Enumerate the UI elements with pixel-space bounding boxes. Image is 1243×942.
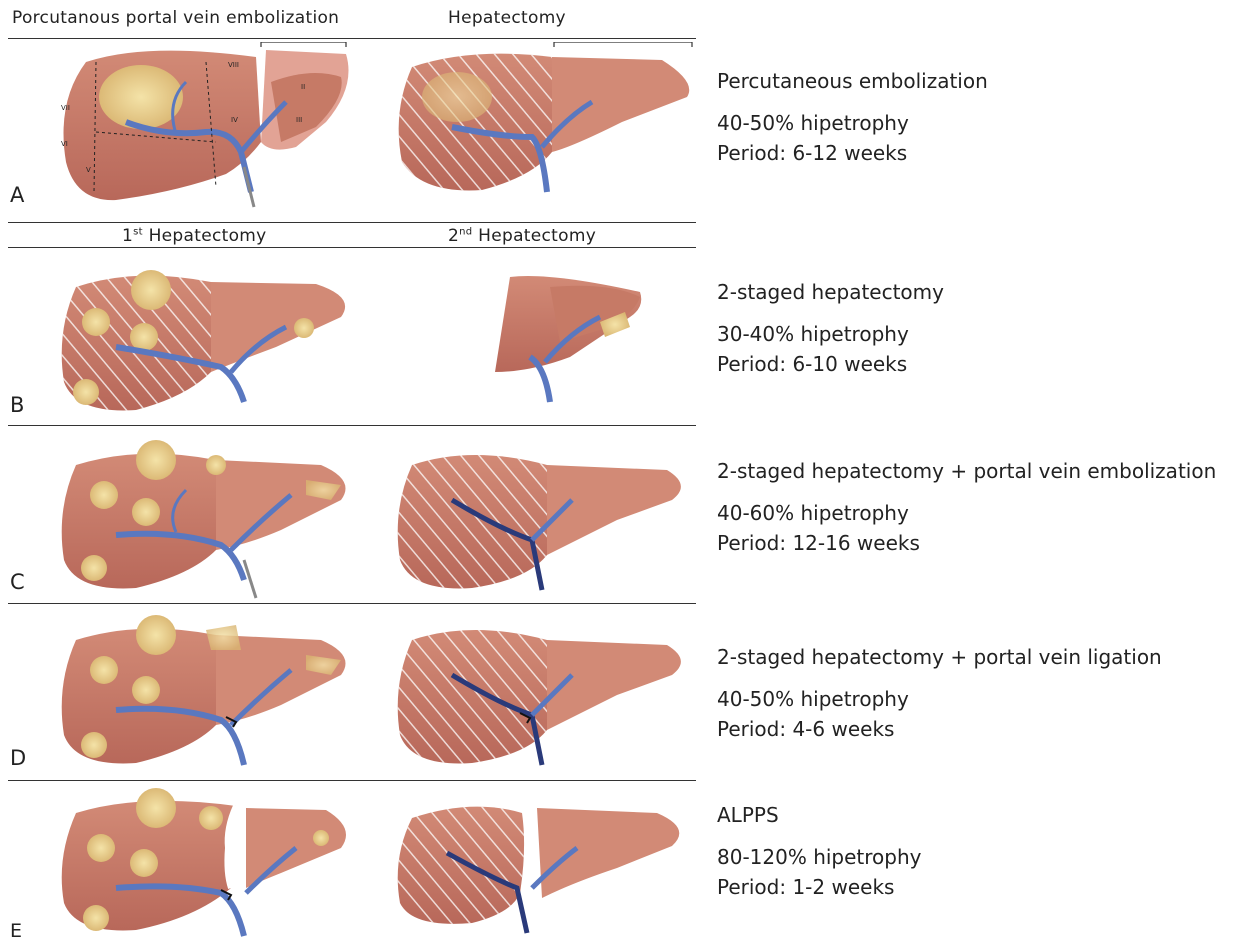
desc-c: 2-staged hepatectomy + portal vein embol…: [717, 456, 1216, 558]
tumor: [294, 318, 314, 338]
segment-ii: II: [301, 83, 305, 91]
desc-e-period: Period: 1-2 weeks: [717, 872, 922, 902]
resection-hatch: [398, 807, 524, 924]
desc-a-hypertrophy: 40-50% hipetrophy: [717, 108, 988, 138]
row-label-b: B: [10, 393, 24, 417]
desc-c-title: 2-staged hepatectomy + portal vein embol…: [717, 456, 1216, 486]
desc-b-title: 2-staged hepatectomy: [717, 277, 944, 307]
segment-vii: VII: [61, 104, 70, 112]
row-label-d: D: [10, 746, 26, 770]
tumor: [206, 625, 241, 650]
liver-b-second-hepatectomy: [490, 272, 650, 412]
tumor: [90, 656, 118, 684]
tumor: [81, 555, 107, 581]
liver-b-first-hepatectomy: [56, 262, 366, 422]
resection-hatch: [398, 455, 547, 588]
header-rule-top: [8, 38, 696, 39]
left-lobe: [547, 640, 681, 730]
liver-a-pve: VIII VII VI V IV II III: [56, 42, 366, 212]
tumor: [132, 676, 160, 704]
desc-e-hypertrophy: 80-120% hipetrophy: [717, 842, 922, 872]
tumor: [81, 732, 107, 758]
liver-c-first-hepatectomy: [56, 440, 366, 600]
tumor: [422, 72, 492, 122]
tumor: [73, 379, 99, 405]
segment-vi: VI: [61, 140, 68, 148]
segment-viii: VIII: [228, 61, 239, 69]
desc-e-title: ALPPS: [717, 800, 922, 830]
desc-b: 2-staged hepatectomy 30-40% hipetrophy P…: [717, 277, 944, 379]
tumor: [136, 788, 176, 828]
left-lobe: [552, 57, 689, 152]
liver-c-second-hepatectomy: [392, 440, 702, 600]
desc-a: Percutaneous embolization 40-50% hipetro…: [717, 66, 988, 168]
segment-iv: IV: [231, 116, 238, 124]
tumor: [199, 806, 223, 830]
tumor: [82, 308, 110, 336]
row-divider-bc: [8, 425, 696, 426]
header-rule-mid-bottom: [8, 247, 696, 248]
left-lobe: [537, 808, 679, 898]
tumor: [136, 615, 176, 655]
parenchymal-transection: [227, 806, 236, 888]
tumor: [83, 905, 109, 931]
tumor: [206, 455, 226, 475]
liver-d-first-hepatectomy: [56, 615, 366, 775]
tumor: [132, 498, 160, 526]
desc-e: ALPPS 80-120% hipetrophy Period: 1-2 wee…: [717, 800, 922, 902]
header-first-hepatectomy: 1st Hepatectomy: [122, 226, 267, 246]
desc-b-hypertrophy: 30-40% hipetrophy: [717, 319, 944, 349]
tumor: [87, 834, 115, 862]
desc-c-hypertrophy: 40-60% hipetrophy: [717, 498, 1216, 528]
liver-e-second-stage: [392, 788, 702, 938]
row-label-a: A: [10, 183, 24, 207]
left-lobe: [547, 465, 681, 555]
flr-bracket: [261, 42, 346, 47]
tumor: [130, 849, 158, 877]
tumor: [313, 830, 329, 846]
tumor: [136, 440, 176, 480]
tumor: [99, 65, 183, 129]
desc-a-title: Percutaneous embolization: [717, 66, 988, 96]
desc-a-period: Period: 6-12 weeks: [717, 138, 988, 168]
header-hepatectomy: Hepatectomy: [448, 8, 566, 28]
row-label-e: E: [10, 920, 22, 942]
segment-iii: III: [296, 116, 302, 124]
row-divider-de: [8, 780, 696, 781]
tumor: [90, 481, 118, 509]
header-rule-mid-top: [8, 222, 696, 223]
segment-v: V: [86, 166, 91, 174]
liver-a-hepatectomy: [392, 42, 702, 212]
header-pve: Porcutanous portal vein embolization: [12, 8, 339, 28]
header-second-hepatectomy: 2nd Hepatectomy: [448, 226, 596, 246]
tumor: [131, 270, 171, 310]
desc-d-hypertrophy: 40-50% hipetrophy: [717, 684, 1162, 714]
desc-b-period: Period: 6-10 weeks: [717, 349, 944, 379]
desc-d-title: 2-staged hepatectomy + portal vein ligat…: [717, 642, 1162, 672]
row-label-c: C: [10, 570, 25, 594]
resection-hatch: [398, 630, 547, 763]
liver-e-first-stage: [56, 788, 366, 938]
flr-bracket: [554, 42, 692, 47]
left-lobe: [211, 282, 345, 372]
row-divider-cd: [8, 603, 696, 604]
desc-c-period: Period: 12-16 weeks: [717, 528, 1216, 558]
desc-d-period: Period: 4-6 weeks: [717, 714, 1162, 744]
tumor: [130, 323, 158, 351]
resection-hatch: [399, 54, 552, 191]
liver-d-second-hepatectomy: [392, 615, 702, 775]
desc-d: 2-staged hepatectomy + portal vein ligat…: [717, 642, 1162, 744]
